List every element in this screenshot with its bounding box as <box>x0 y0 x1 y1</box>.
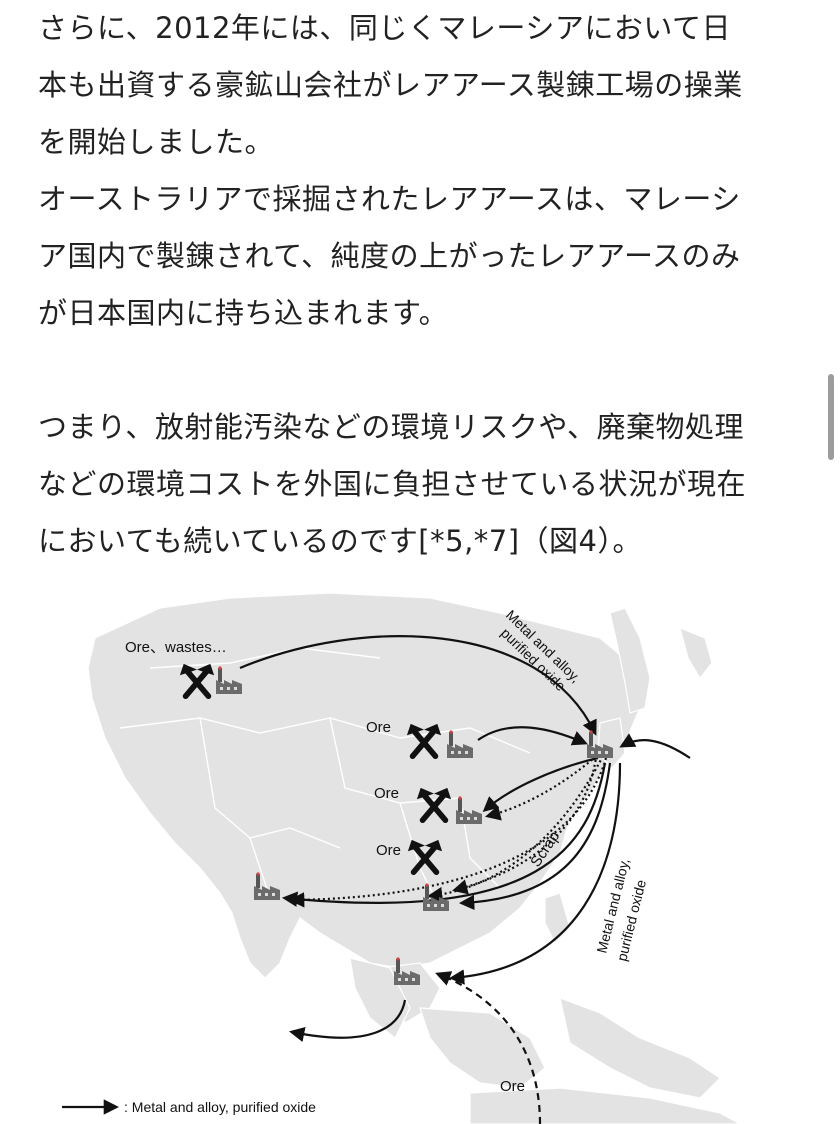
text-line: などの環境コストを外国に負担させている状況が現在 <box>38 467 747 501</box>
figure-rare-earth-flow-map: Ore、wastes… Ore Ore Ore Ore Scrap Metal … <box>0 568 840 1124</box>
figure-legend: : Metal and alloy, purified oxide <box>62 1099 316 1115</box>
label-ore: Ore <box>500 1078 525 1095</box>
paragraph-environmental-cost: つまり、放射能汚染などの環境リスクや、廃棄物処理 などの環境コストを外国に負担さ… <box>38 399 808 570</box>
solid-flow-arrows <box>239 635 691 1043</box>
text-line: が日本国内に持ち込まれます。 <box>38 296 449 330</box>
label-ore: Ore <box>366 719 391 736</box>
text-line: さらに、2012年には、同じくマレーシアにおいて日 <box>38 11 731 45</box>
scrollbar-thumb[interactable] <box>828 374 834 460</box>
text-line: オーストラリアで採掘されたレアアースは、マレーシ <box>38 182 741 216</box>
text-line: を開始しました。 <box>38 125 275 159</box>
label-ore: Ore <box>374 785 399 802</box>
article-body: さらに、2012年には、同じくマレーシアにおいて日 本も出資する豪鉱山会社がレア… <box>38 0 808 570</box>
label-ore-wastes: Ore、wastes… <box>125 639 227 656</box>
text-line: においても続いているのです[*5,*7]（図4）。 <box>38 524 643 558</box>
text-line: つまり、放射能汚染などの環境リスクや、廃棄物処理 <box>38 410 744 444</box>
legend-label: : Metal and alloy, purified oxide <box>124 1099 316 1115</box>
dotted-flow-arrows <box>288 749 608 908</box>
paragraph-rare-earth-malaysia: さらに、2012年には、同じくマレーシアにおいて日 本も出資する豪鉱山会社がレア… <box>38 0 808 342</box>
text-line: 本も出資する豪鉱山会社がレアアース製錬工場の操業 <box>38 68 743 102</box>
label-ore: Ore <box>376 842 401 859</box>
text-line: ア国内で製錬されて、純度の上がったレアアースのみ <box>38 239 741 273</box>
dashed-ore-arrow <box>435 971 542 1124</box>
